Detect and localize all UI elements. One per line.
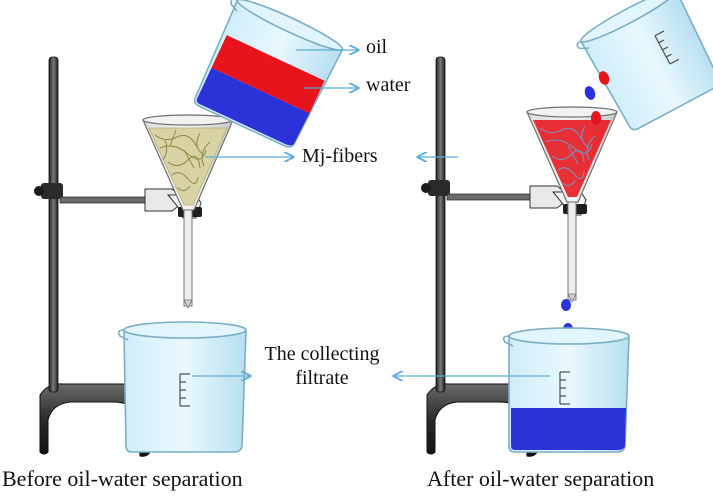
mj-fibers-label: Mj-fibers	[302, 145, 378, 167]
left-beaker-graduations	[179, 373, 190, 407]
left-stand-rod	[48, 56, 59, 393]
right-pouring-beaker	[576, 0, 713, 131]
right-apparatus	[421, 0, 713, 457]
water-label: water	[366, 74, 411, 96]
collecting-filtrate-label-line2: filtrate	[295, 367, 349, 389]
caption-before: Before oil-water separation	[2, 466, 243, 491]
right-oil-soaked-fibers	[533, 120, 611, 197]
oil-water-beaker	[193, 0, 344, 148]
oil-layer	[211, 35, 325, 114]
right-collecting-beaker	[502, 327, 630, 453]
right-stand-rod	[435, 56, 446, 393]
water-layer	[196, 67, 310, 146]
pointer-lines	[192, 50, 550, 376]
collected-water	[511, 408, 626, 450]
right-funnel	[526, 106, 618, 303]
right-fiber-strands	[539, 125, 596, 187]
left-apparatus	[34, 56, 247, 457]
left-fiber-strands	[154, 129, 211, 192]
left-fibers	[148, 127, 228, 206]
caption-after: After oil-water separation	[427, 466, 655, 491]
collecting-filtrate-label-line1: The collecting	[264, 343, 380, 365]
incoming-droplets	[584, 71, 610, 125]
oil-label: oil	[366, 36, 388, 58]
left-collecting-beaker	[117, 321, 247, 453]
left-funnel	[142, 114, 234, 309]
